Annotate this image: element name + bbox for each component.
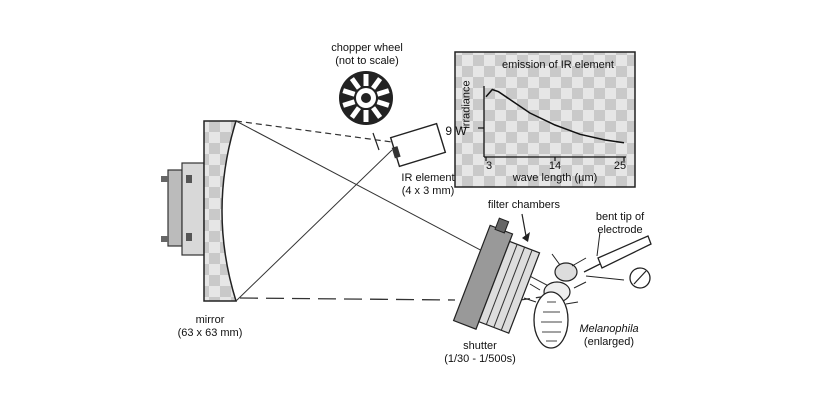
electrode-label-line2: electrode <box>597 224 643 236</box>
chopper-label: chopper wheel (not to scale) <box>320 42 414 68</box>
ir-element-label-line1: IR element <box>401 172 455 184</box>
chopper-slot <box>363 110 369 122</box>
mirror-mount <box>161 162 205 256</box>
beetle-label-line2: (enlarged) <box>583 336 635 348</box>
ir-element <box>389 122 447 168</box>
shutter-label-line1: shutter <box>463 340 497 352</box>
chopper-axis-tick <box>372 132 380 151</box>
chopper-slot <box>371 77 383 90</box>
electrode <box>583 231 652 289</box>
inset-title: emission of IR element <box>502 59 614 71</box>
shutter-assembly <box>452 217 541 334</box>
x-tick-marks <box>485 157 625 161</box>
ir-element-label: IR element (4 x 3 mm) <box>386 172 470 198</box>
chopper-slot <box>342 99 356 108</box>
chopper-slot <box>349 106 361 119</box>
filter-chambers-label: filter chambers <box>487 199 561 211</box>
emission-curve <box>485 88 625 144</box>
power-label: 9 W <box>445 124 467 138</box>
filter-pointer <box>521 213 527 237</box>
electrode-label: bent tip of electrode <box>580 211 660 237</box>
chopper-slots <box>342 74 390 122</box>
inset-xlabel: wave length (µm) <box>512 172 598 184</box>
chopper-label-line1: chopper wheel <box>331 42 403 54</box>
beetle-label-line1: Melanophila <box>579 323 639 335</box>
chopper-wheel <box>339 71 393 125</box>
beetle <box>523 253 587 349</box>
inset-tick-3: 3 <box>485 160 493 172</box>
inset-tick-25: 25 <box>613 160 627 172</box>
shutter-label-line2: (1/30 - 1/500s) <box>444 353 516 365</box>
mirror <box>203 120 238 302</box>
mirror-label-line2: (63 x 63 mm) <box>177 327 243 339</box>
mirror-label: mirror (63 x 63 mm) <box>162 314 258 340</box>
inset-ylabel: irradiance <box>460 80 473 129</box>
electrode-label-line1: bent tip of <box>595 211 645 223</box>
chopper-label-line2: (not to scale) <box>335 55 399 67</box>
inset-tick-14: 14 <box>548 160 562 172</box>
chopper-slot <box>376 88 390 97</box>
chopper-slot <box>349 77 361 90</box>
beetle-label: Melanophila (enlarged) <box>566 323 652 349</box>
chopper-slot <box>363 74 369 86</box>
mirror-label-line1: mirror <box>195 314 225 326</box>
chopper-slot <box>376 99 390 108</box>
shutter-label: shutter (1/30 - 1/500s) <box>432 340 528 366</box>
filter-arrowhead <box>522 232 530 242</box>
chopper-slot <box>371 106 383 119</box>
chopper-slot <box>342 88 356 97</box>
ir-element-label-line2: (4 x 3 mm) <box>401 185 455 197</box>
inset-chart <box>454 51 636 188</box>
